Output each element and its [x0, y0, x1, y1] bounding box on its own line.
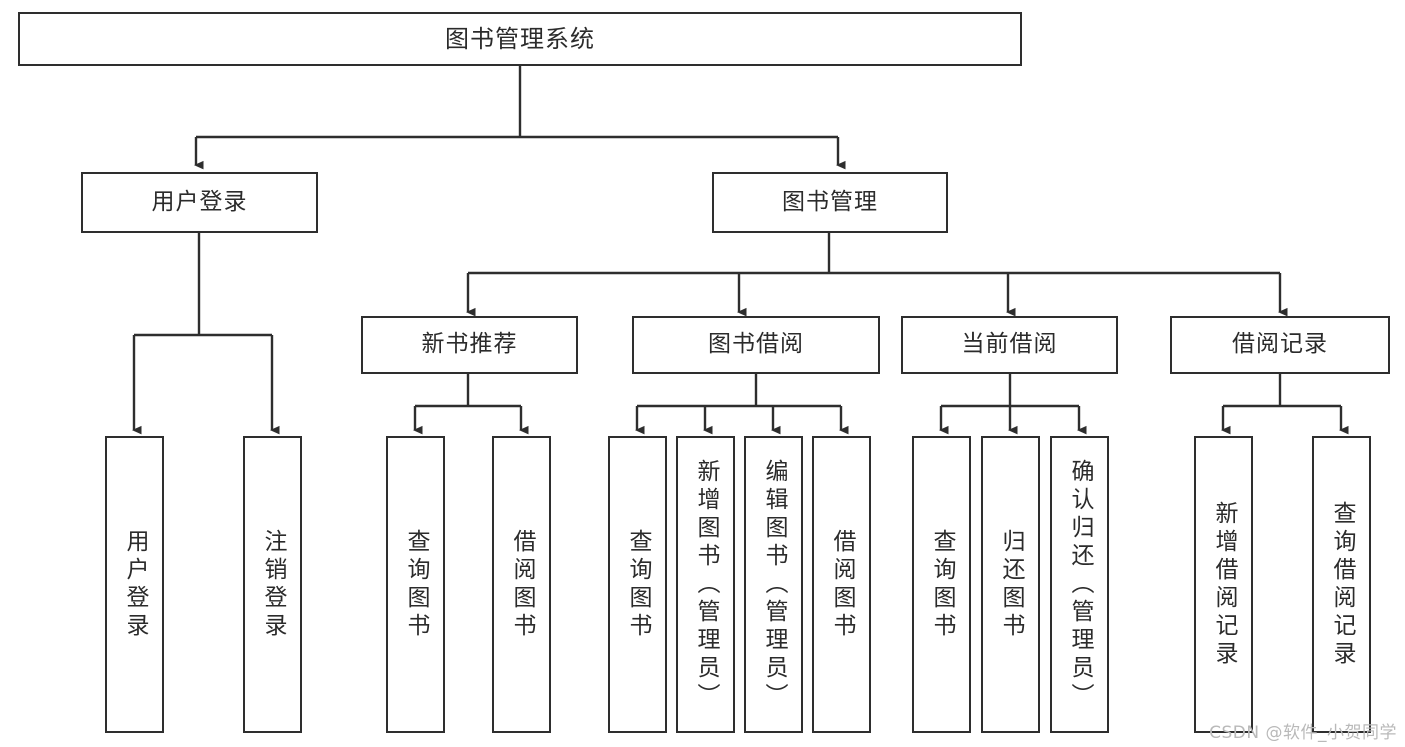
node-label: 图书管理: [782, 188, 878, 215]
node-book-manage[interactable]: 图书管理: [712, 172, 948, 233]
leaf-new-book-borrow[interactable]: 借阅图书: [492, 436, 551, 733]
node-label: 借阅图书: [509, 528, 535, 641]
node-current-borrow[interactable]: 当前借阅: [901, 316, 1118, 374]
leaf-book-borrow-query[interactable]: 查询图书: [608, 436, 667, 733]
node-label: 图书借阅: [708, 331, 804, 358]
node-borrow-record[interactable]: 借阅记录: [1170, 316, 1390, 374]
node-label: 注销登录: [260, 528, 286, 641]
node-label: 借阅图书: [829, 528, 855, 641]
connectors: [131, 66, 1349, 435]
leaf-new-book-query[interactable]: 查询图书: [386, 436, 445, 733]
leaf-book-borrow-edit[interactable]: 编辑图书（管理员）: [744, 436, 803, 733]
node-book-borrow[interactable]: 图书借阅: [632, 316, 880, 374]
leaf-user-login-logout[interactable]: 注销登录: [243, 436, 302, 733]
node-label: 用户登录: [151, 188, 248, 215]
node-label: 用户登录: [122, 528, 148, 641]
node-new-book-recommend[interactable]: 新书推荐: [361, 316, 578, 374]
leaf-current-borrow-return[interactable]: 归还图书: [981, 436, 1040, 733]
node-label: 编辑图书（管理员）: [761, 458, 787, 711]
node-label: 新增借阅记录: [1211, 500, 1237, 669]
node-label: 新增图书（管理员）: [693, 458, 719, 711]
node-label: 查询图书: [625, 528, 651, 641]
node-label: 借阅记录: [1232, 331, 1328, 358]
node-user-login[interactable]: 用户登录: [81, 172, 318, 233]
leaf-book-borrow-borrow[interactable]: 借阅图书: [812, 436, 871, 733]
node-label: 归还图书: [998, 528, 1024, 641]
leaf-book-borrow-add[interactable]: 新增图书（管理员）: [676, 436, 735, 733]
node-label: 查询图书: [929, 528, 955, 641]
node-label: 图书管理系统: [445, 24, 595, 53]
node-label: 查询图书: [403, 528, 429, 641]
leaf-current-borrow-confirm-return[interactable]: 确认归还（管理员）: [1050, 436, 1109, 733]
node-label: 确认归还（管理员）: [1067, 458, 1093, 711]
leaf-user-login-login[interactable]: 用户登录: [105, 436, 164, 733]
node-label: 新书推荐: [421, 331, 518, 358]
leaf-borrow-record-add[interactable]: 新增借阅记录: [1194, 436, 1253, 733]
node-root-system[interactable]: 图书管理系统: [18, 12, 1022, 66]
leaf-borrow-record-query[interactable]: 查询借阅记录: [1312, 436, 1371, 733]
node-label: 查询借阅记录: [1329, 500, 1355, 669]
leaf-current-borrow-query[interactable]: 查询图书: [912, 436, 971, 733]
node-label: 当前借阅: [961, 331, 1058, 358]
